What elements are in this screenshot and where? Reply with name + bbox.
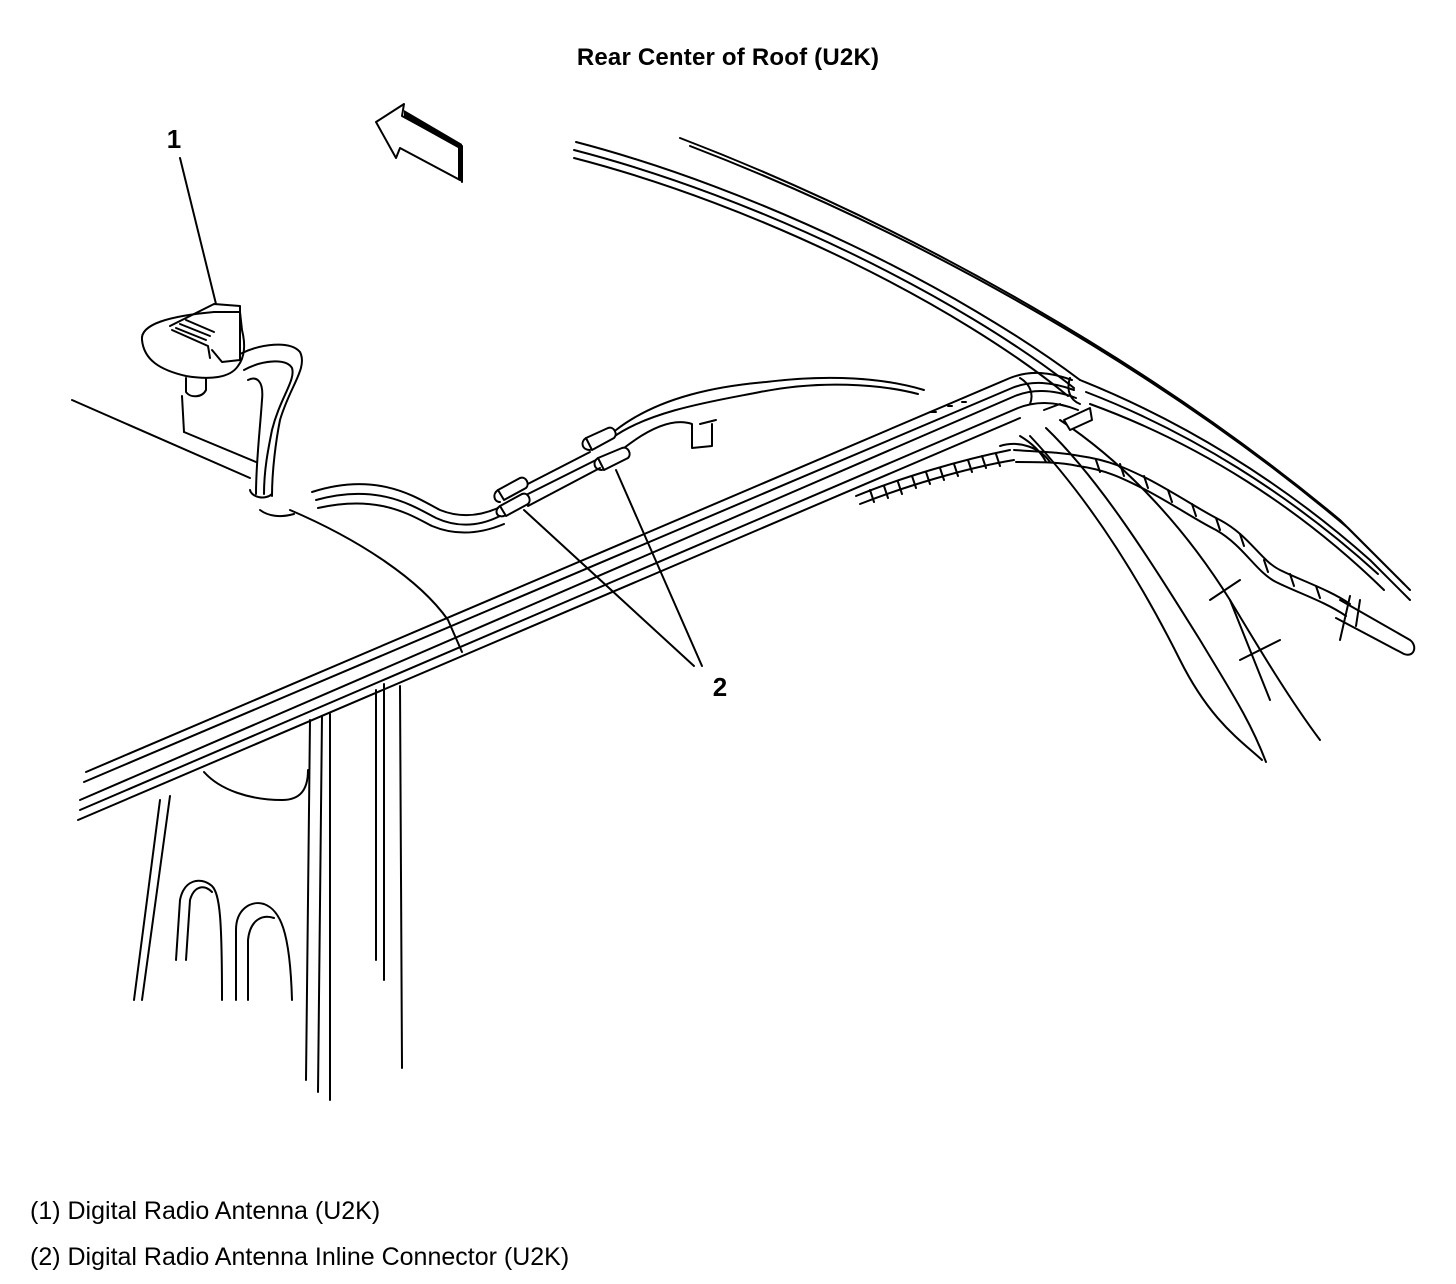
legend: (1) Digital Radio Antenna (U2K) (2) Digi… <box>30 1188 569 1280</box>
roof-rail <box>77 371 1079 821</box>
front-arrow-icon <box>375 103 463 183</box>
rail-clips <box>1019 377 1093 431</box>
rear-roof-edge <box>573 137 1411 763</box>
roof-panel <box>71 399 463 653</box>
digital-radio-antenna <box>140 303 303 499</box>
roof-diagram: 1 2 <box>71 103 1416 1101</box>
callout-1: 1 <box>167 124 181 154</box>
legend-item-antenna: (1) Digital Radio Antenna (U2K) <box>30 1197 381 1225</box>
pillar-structure <box>133 683 403 1101</box>
legend-item-connector: (2) Digital Radio Antenna Inline Connect… <box>30 1243 570 1271</box>
inline-connector <box>493 476 531 518</box>
diagram-title: Rear Center of Roof (U2K) <box>576 44 880 71</box>
antenna-cables <box>311 376 1416 656</box>
leader-lines <box>179 157 703 667</box>
callout-2: 2 <box>713 672 727 702</box>
inline-connector <box>581 426 631 471</box>
